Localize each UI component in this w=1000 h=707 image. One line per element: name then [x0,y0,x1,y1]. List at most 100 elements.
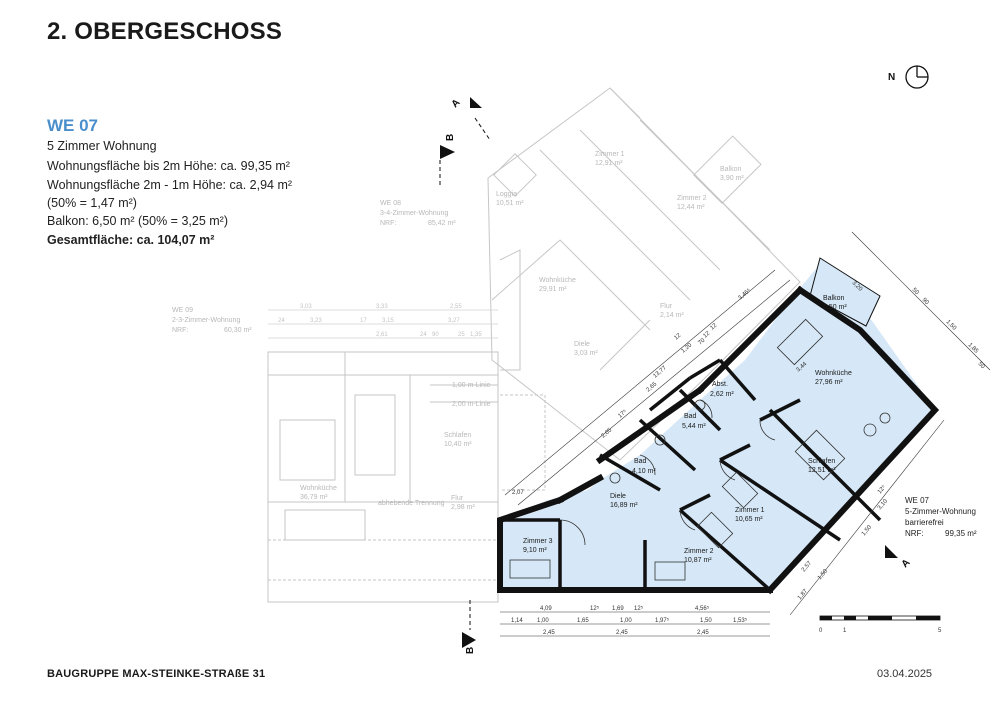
svg-text:13,77: 13,77 [652,365,668,380]
svg-text:5-Zimmer-Wohnung: 5-Zimmer-Wohnung [905,507,976,516]
svg-text:16,89 m²: 16,89 m² [610,502,638,509]
svg-text:WE 08: WE 08 [380,200,401,207]
svg-text:B: B [445,134,456,141]
balcony-area: Balkon: 6,50 m² (50% = 3,25 m²) [47,214,228,228]
svg-text:1,53⁵: 1,53⁵ [733,617,748,624]
svg-text:4,10 m²: 4,10 m² [632,468,656,475]
svg-text:12: 12 [709,322,718,331]
svg-text:2,61: 2,61 [376,332,388,338]
svg-text:3-4-Zimmer-Wohnung: 3-4-Zimmer-Wohnung [380,210,448,217]
svg-text:29,91 m²: 29,91 m² [539,286,567,293]
svg-text:12,91 m²: 12,91 m² [595,160,623,167]
svg-text:17: 17 [360,318,367,324]
svg-text:1,20: 1,20 [680,342,693,355]
svg-text:2,14 m²: 2,14 m² [660,312,684,319]
svg-text:90: 90 [432,332,439,338]
svg-text:NRF:: NRF: [905,529,924,538]
svg-text:27,96 m²: 27,96 m² [815,379,843,386]
scale-bar: 0 1 5 [819,615,942,634]
svg-text:2,57: 2,57 [801,560,814,573]
total-area: Gesamtfläche: ca. 104,07 m² [47,233,215,247]
unit-type: 5 Zimmer Wohnung [47,139,157,153]
svg-text:1,00 m-Linie: 1,00 m-Linie [452,382,491,389]
svg-text:2,07: 2,07 [512,490,524,496]
svg-text:1,50: 1,50 [945,319,958,332]
svg-text:3,23: 3,23 [310,318,322,324]
svg-text:1,00: 1,00 [537,618,549,624]
svg-text:Abst.: Abst. [712,381,728,388]
svg-text:50: 50 [977,361,986,370]
svg-text:2,62 m²: 2,62 m² [710,391,734,398]
svg-text:A: A [900,557,913,570]
svg-text:12⁵: 12⁵ [634,605,644,612]
scale-label-1: 1 [843,628,847,634]
svg-text:25: 25 [458,332,465,338]
footer-date: 03.04.2025 [877,668,933,680]
svg-text:Wohnküche: Wohnküche [815,370,852,377]
section-marker-b-top: B [439,134,456,188]
svg-text:Diele: Diele [574,341,590,348]
we07-apartment [497,257,940,595]
faint-dimensions: 3,03 3,33 2,55 24 3,23 17 3,15 3,27 2,61… [268,304,498,339]
svg-text:Flur: Flur [660,303,673,310]
svg-text:2,45: 2,45 [616,630,628,636]
svg-text:17⁵: 17⁵ [617,408,629,420]
room-wohnkueche: Wohnküche 27,96 m² [815,370,852,386]
svg-text:3,90 m²: 3,90 m² [720,175,744,182]
area-2m-1m-half: (50% = 1,47 m²) [47,196,137,210]
svg-text:Flur: Flur [451,495,464,502]
svg-text:1,65: 1,65 [577,618,589,624]
svg-text:4,56⁵: 4,56⁵ [695,605,710,612]
svg-text:5,44 m²: 5,44 m² [682,423,706,430]
svg-text:90: 90 [921,297,930,306]
compass-label: N [888,72,895,83]
svg-text:1,50: 1,50 [700,618,712,624]
svg-text:10,65 m²: 10,65 m² [735,516,763,523]
svg-text:12⁵: 12⁵ [876,483,888,495]
svg-text:Diele: Diele [610,493,626,500]
svg-text:6,50 m²: 6,50 m² [823,304,847,311]
svg-text:3,33: 3,33 [376,304,388,310]
room-bad-small: Bad 4,10 m² [632,458,656,475]
svg-text:Bad: Bad [634,458,647,465]
svg-text:1,97⁵: 1,97⁵ [655,617,670,624]
svg-text:2-3-Zimmer-Wohnung: 2-3-Zimmer-Wohnung [172,317,240,324]
svg-text:3,15: 3,15 [382,318,394,324]
svg-text:99,35 m²: 99,35 m² [945,529,977,538]
svg-text:10,40 m²: 10,40 m² [444,441,472,448]
svg-text:Zimmer 1: Zimmer 1 [735,507,765,514]
neighbor-units [267,87,801,603]
svg-text:3,03 m²: 3,03 m² [574,350,598,357]
svg-text:1,50: 1,50 [861,524,874,537]
svg-text:3,27: 3,27 [448,318,460,324]
svg-text:Zimmer 2: Zimmer 2 [677,195,707,202]
svg-text:12,44 m²: 12,44 m² [677,204,705,211]
svg-text:WE 07: WE 07 [905,496,930,505]
svg-text:Zimmer 1: Zimmer 1 [595,151,625,158]
svg-text:Wohnküche: Wohnküche [539,277,576,284]
section-marker-b-bottom: B [462,600,476,654]
room-zimmer-2: Zimmer 2 10,87 m² [684,548,714,564]
svg-text:12⁵: 12⁵ [590,605,600,612]
room-labels: Balkon 6,50 m² Wohnküche 27,96 m² Abst. … [523,295,852,564]
room-diele: Diele 16,89 m² [610,493,638,509]
svg-text:Zimmer 3: Zimmer 3 [523,538,553,545]
balcony-floor [809,257,881,327]
unit-legend: WE 07 5-Zimmer-Wohnung barrierefrei NRF:… [905,496,977,538]
svg-text:Balkon: Balkon [823,295,845,302]
svg-text:3,46⁵: 3,46⁵ [737,287,753,302]
svg-text:1,14: 1,14 [511,618,523,624]
svg-text:12: 12 [673,332,682,341]
svg-text:12,51 m²: 12,51 m² [808,467,836,474]
we08-label: WE 08 3-4-Zimmer-Wohnung NRF: 85,42 m² [380,200,456,227]
svg-text:1,50: 1,50 [817,568,830,581]
svg-text:Zimmer 2: Zimmer 2 [684,548,714,555]
north-compass: N [888,65,929,89]
section-marker-a-top: A [450,97,491,141]
svg-text:24: 24 [278,318,285,324]
svg-text:60,30 m²: 60,30 m² [224,327,252,334]
svg-text:3,03: 3,03 [300,304,312,310]
svg-text:abhebende Trennung: abhebende Trennung [378,500,445,507]
room-zimmer-3: Zimmer 3 9,10 m² [523,538,553,554]
